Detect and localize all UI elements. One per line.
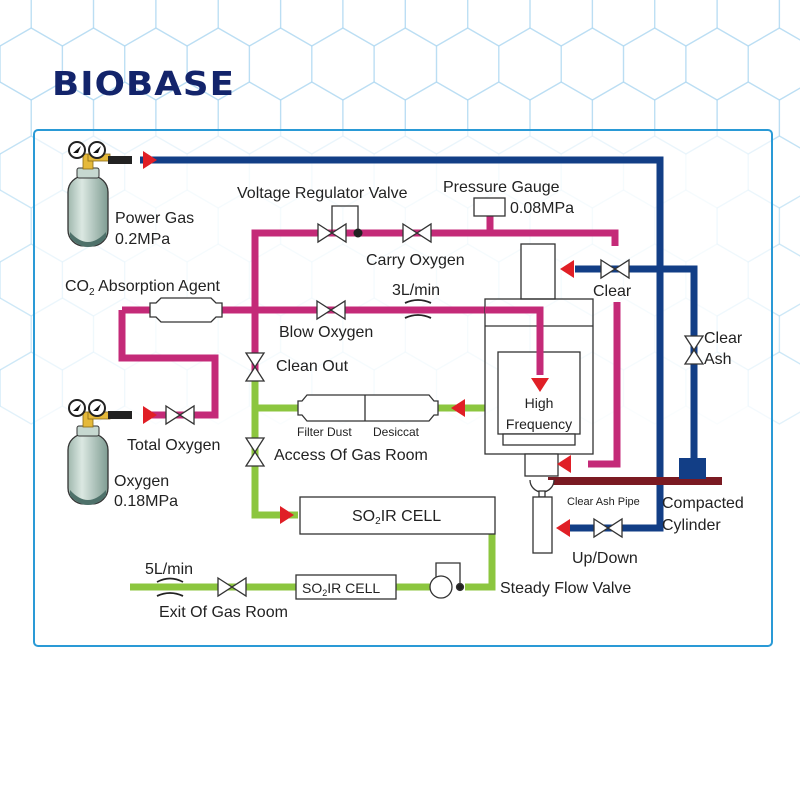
- return-oxygen-pipe: [588, 302, 621, 468]
- blow-oxygen-label: Blow Oxygen: [279, 324, 373, 341]
- exit-gas-room-valve: [217, 576, 247, 598]
- compacted-cylinder-block: [679, 458, 706, 479]
- up-down-label: Up/Down: [572, 550, 638, 567]
- clear-flow-arrow: [560, 260, 574, 278]
- furnace-assembly: [484, 243, 594, 554]
- access-gas-room-label: Access Of Gas Room: [274, 447, 428, 464]
- co2-absorption-label: CO2 Absorption Agent: [65, 278, 221, 298]
- clear-ash-line1: Clear: [704, 330, 743, 347]
- carry-oxygen-label: Carry Oxygen: [366, 252, 465, 269]
- blow-oxygen-valve: [316, 299, 346, 321]
- cell-out-pipe: [465, 533, 496, 591]
- access-gas-room-valve: [244, 437, 266, 467]
- oxygen-hose: [108, 411, 132, 419]
- up-down-flow-arrow: [556, 519, 570, 537]
- oxygen-cylinder: [67, 399, 111, 505]
- so2-ir-cell-small: [295, 574, 397, 600]
- clear-label: Clear: [593, 283, 632, 300]
- flow-3l-label: 3L/min: [392, 282, 440, 299]
- co2-absorption-tube: [149, 297, 223, 323]
- compacted-cylinder-line1: Compacted: [662, 495, 744, 512]
- filter-desiccant-tube: [297, 394, 439, 422]
- so2-ir-cell-main: [299, 496, 496, 535]
- compacted-cylinder-line2: Cylinder: [662, 517, 721, 534]
- power-gas-hose: [108, 156, 132, 164]
- clean-out-valve: [244, 352, 266, 382]
- pressure-gauge-box: [473, 197, 506, 217]
- hexagon-cell: [0, 189, 32, 263]
- voltage-regulator-valve: [317, 222, 347, 244]
- so2-cell-main-label: SO2IR CELL: [352, 508, 441, 527]
- desiccat-label: Desiccat: [373, 425, 420, 439]
- clear-ash-valve: [683, 335, 705, 365]
- up-down-valve: [593, 517, 623, 539]
- oxygen-label: Oxygen: [114, 473, 169, 490]
- cylinder-body: [67, 175, 109, 247]
- filter-dust-label: Filter Dust: [297, 425, 352, 439]
- power-gas-main-pipe: [140, 156, 664, 532]
- flow-5l-label: 5L/min: [145, 561, 193, 578]
- power-gas-cylinder: [67, 141, 111, 247]
- steady-flow-valve-label: Steady Flow Valve: [500, 580, 631, 597]
- biobase-logo: BIOBASE: [52, 64, 236, 103]
- cylinder-neck: [76, 167, 100, 179]
- flow-restrictor-3l: [404, 299, 432, 319]
- total-oxygen-flow-arrow: [143, 406, 157, 424]
- power-gas-flow-arrow: [143, 151, 157, 169]
- cylinder-neck: [76, 425, 100, 437]
- high-frequency-line2: Frequency: [506, 416, 572, 432]
- regulator-dot: [353, 228, 363, 238]
- total-oxygen-valve: [165, 404, 195, 426]
- dial-needle: [73, 146, 81, 153]
- clear-ash-line2: Ash: [704, 351, 732, 368]
- diagram-frame: [33, 129, 773, 647]
- oxygen-pressure: 0.18MPa: [114, 493, 178, 510]
- high-frequency-inlet-arrow: [531, 378, 549, 392]
- steady-flow-valve-symbol: [429, 562, 465, 599]
- cylinder-base: [70, 232, 106, 247]
- clear-valve: [600, 258, 630, 280]
- voltage-regulator-bracket: [331, 205, 359, 233]
- clean-out-label: Clean Out: [276, 358, 349, 375]
- furnace-top-column: [520, 243, 556, 300]
- hexagon-cell: [778, 303, 800, 365]
- clear-ash-pipe-label: Clear Ash Pipe: [567, 496, 640, 508]
- power-gas-label: Power Gas: [115, 210, 194, 227]
- lift-cylinder: [532, 496, 553, 554]
- blow-oxygen-drop: [485, 306, 544, 375]
- flow-restrictor-5l: [156, 577, 184, 597]
- hexagon-cell: [778, 195, 800, 257]
- so2-cell-small-label: SO2IR CELL: [302, 580, 380, 598]
- pressure-gauge-value: 0.08MPa: [510, 200, 574, 217]
- power-gas-lines: [140, 156, 698, 532]
- voltage-regulator-label: Voltage Regulator Valve: [237, 185, 408, 202]
- cylinder-body: [67, 433, 109, 505]
- total-oxygen-label: Total Oxygen: [127, 437, 220, 454]
- power-gas-pressure: 0.2MPa: [115, 231, 170, 248]
- hexagon-cell: [0, 297, 32, 371]
- dial-needle: [73, 404, 81, 411]
- so2-cell-inlet-arrow: [280, 506, 294, 524]
- dial-needle: [93, 404, 101, 411]
- carry-oxygen-pipe: [251, 229, 619, 430]
- hexagon-cell: [778, 87, 800, 149]
- filter-inlet-arrow: [451, 399, 465, 417]
- exit-gas-room-label: Exit Of Gas Room: [159, 604, 288, 621]
- crucible-holder: [524, 453, 559, 477]
- crucible-inlet-arrow: [557, 455, 571, 473]
- high-frequency-line1: High: [525, 395, 554, 411]
- carry-oxygen-valve: [402, 222, 432, 244]
- total-oxygen-pipe: [118, 310, 219, 419]
- crucible-bowl: [529, 479, 555, 493]
- pressure-gauge-label: Pressure Gauge: [443, 179, 560, 196]
- cylinder-base: [70, 490, 106, 505]
- dial-needle: [93, 146, 101, 153]
